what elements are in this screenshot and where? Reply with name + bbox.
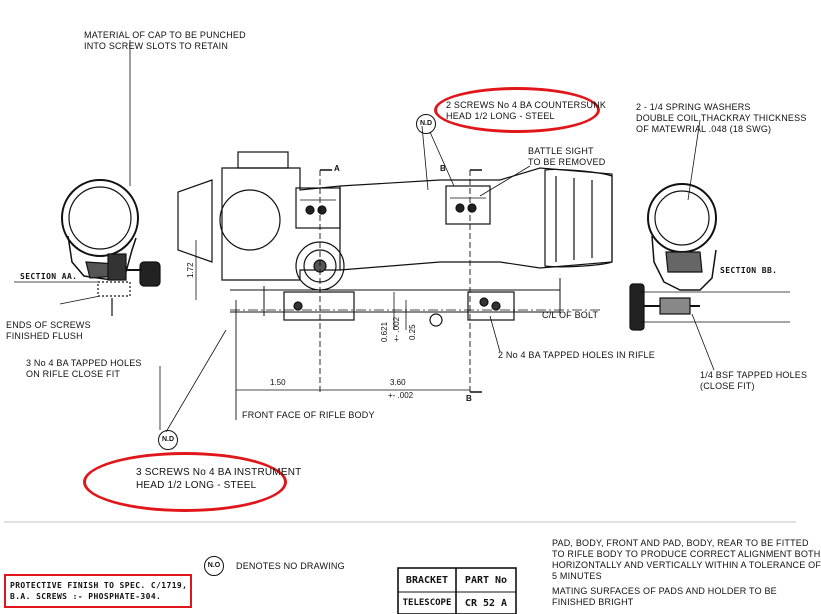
dim-0-25: 0.25 (408, 324, 417, 340)
note-mating-surfaces: MATING SURFACES OF PADS AND HOLDER TO BE… (552, 586, 777, 607)
title-block-part-number: CR 52 A (464, 598, 508, 609)
section-a-marker-top: A (334, 164, 340, 173)
note-spring-washers: 2 - 1/4 SPRING WASHERS DOUBLE COIL THACK… (636, 102, 807, 134)
dim-1-72: 1.72 (186, 262, 195, 278)
note-bsf-tapped-holes: 1/4 BSF TAPPED HOLES (CLOSE FIT) (700, 370, 808, 391)
drawing-linework (4, 40, 796, 614)
dim-1-50: 1.50 (270, 378, 286, 387)
note-battle-sight: BATTLE SIGHT TO BE REMOVED (528, 146, 606, 167)
note-tapped-holes-2: 2 No 4 BA TAPPED HOLES IN RIFLE (498, 350, 655, 360)
title-block-name-line2: TELESCOPE (402, 598, 452, 608)
section-b-marker-top: B (440, 164, 446, 173)
section-b-marker-bottom: B (466, 394, 472, 403)
dim-3-60: 3.60 (390, 378, 406, 387)
label-section-aa: SECTION AA. (20, 272, 78, 281)
title-block-part-label: PART No (464, 575, 508, 586)
note-front-face: FRONT FACE OF RIFLE BODY (242, 410, 375, 420)
note-screw-ends: ENDS OF SCREWS FINISHED FLUSH (6, 320, 91, 341)
drawing-canvas: N.D N.D N.O A B B MATERIAL OF CAP TO BE … (4, 30, 821, 614)
highlight-instrument-screws (83, 452, 287, 512)
note-protective-finish: PROTECTIVE FINISH TO SPEC. C/1719, B.A. … (10, 581, 188, 601)
note-pad-fitting: PAD, BODY, FRONT AND PAD, BODY, REAR TO … (552, 538, 821, 581)
dim-3-60-tolerance: +- .002 (388, 391, 414, 400)
note-cl-of-bolt: C/L OF BOLT (542, 310, 599, 320)
highlight-protective-finish (4, 574, 192, 608)
note-tapped-holes-3: 3 No 4 BA TAPPED HOLES ON RIFLE CLOSE FI… (26, 358, 142, 379)
dim-0-621: 0.621 (380, 321, 389, 342)
title-block-frame (397, 567, 517, 614)
section-bb-view (629, 119, 790, 371)
note-cap-material: MATERIAL OF CAP TO BE PUNCHED INTO SCREW… (84, 30, 246, 51)
note-instrument-screws: 3 SCREWS No 4 BA INSTRUMENT HEAD 1/2 LON… (136, 467, 302, 491)
note-denotes-no-drawing: DENOTES NO DRAWING (236, 561, 345, 571)
section-aa-view (14, 40, 161, 316)
title-block-name-line1: BRACKET (405, 575, 449, 586)
nd-legend-symbol: N.O (204, 556, 224, 576)
side-elevation-view (59, 125, 613, 433)
nd-marker-bottom: N.D (158, 430, 178, 450)
highlight-countersunk-screws (434, 87, 600, 133)
dim-0-621-tolerance: +- .002 (392, 316, 401, 342)
note-countersunk-screws: 2 SCREWS No 4 BA COUNTERSUNK HEAD 1/2 LO… (446, 100, 607, 121)
label-section-bb: SECTION BB. (720, 266, 778, 275)
nd-marker-top: N.D (416, 114, 436, 134)
